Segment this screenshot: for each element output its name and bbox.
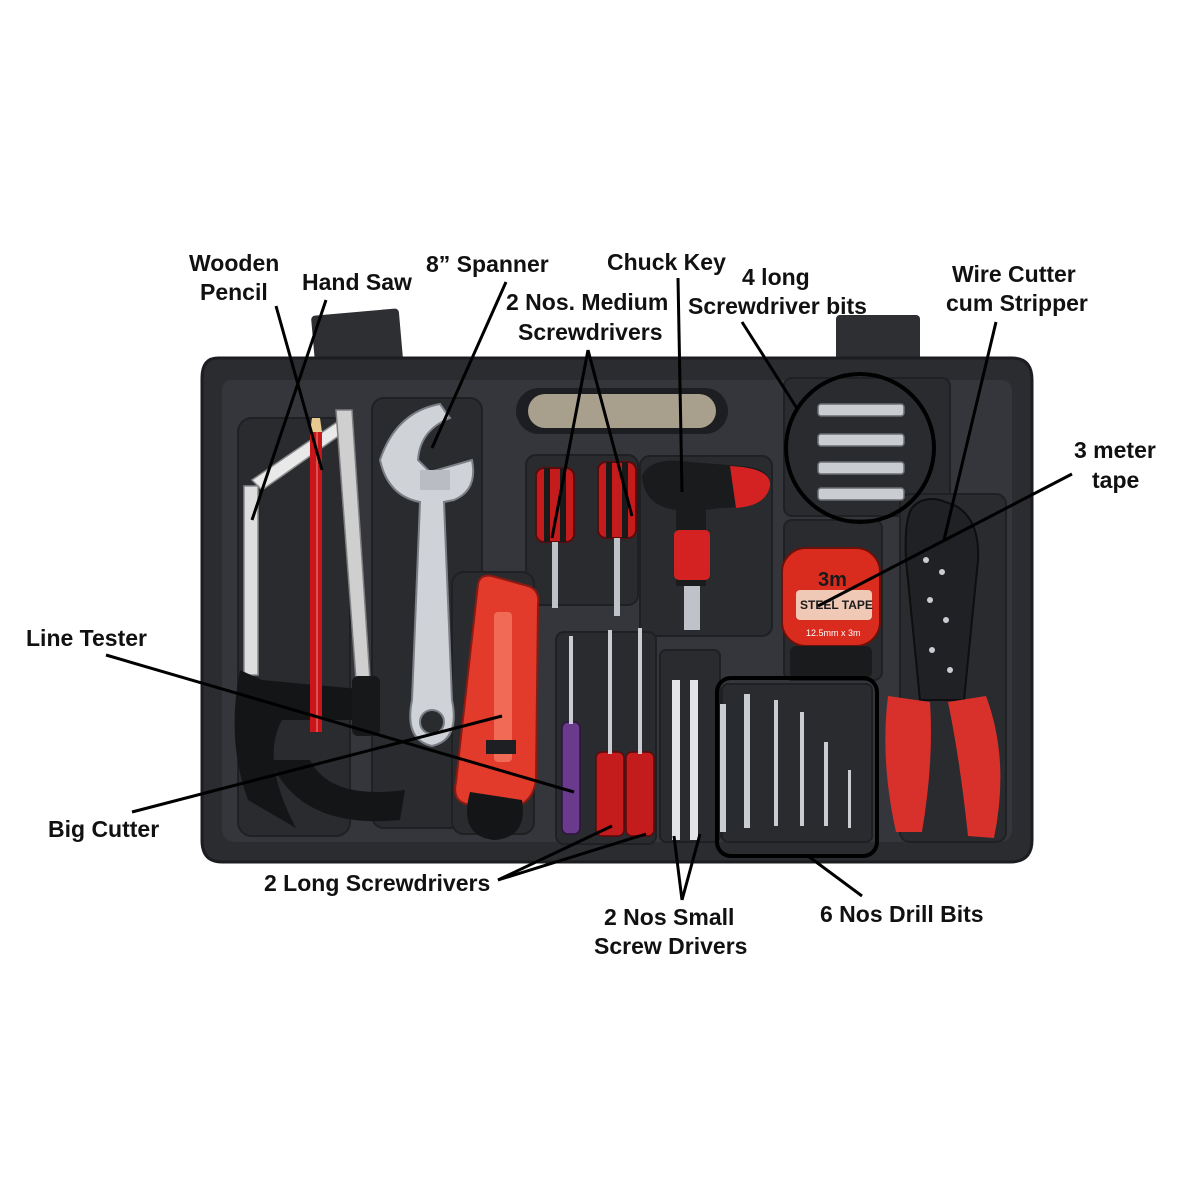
t-handle-key-icon: [642, 460, 771, 630]
saw-icon: [234, 409, 405, 828]
label-medium-line1: 2 Nos. Medium: [506, 289, 668, 315]
bits-highlight-circle: [784, 372, 936, 524]
callout-labels: Wooden Pencil Hand Saw 8” Spanner 2 Nos.…: [26, 249, 1156, 959]
pencil-icon: [310, 418, 322, 732]
label-bits-line2: Screwdriver bits: [688, 293, 867, 319]
tape-spec-text: 12.5mm x 3m: [806, 628, 861, 638]
label-pencil: Pencil: [200, 279, 268, 305]
tape-measure-icon: 3m STEEL TAPE 12.5mm x 3m: [781, 547, 881, 678]
label-spanner: 8” Spanner: [426, 251, 549, 277]
hinge-left: [311, 308, 403, 368]
wrench-icon: [378, 402, 475, 748]
label-drill-bits: 6 Nos Drill Bits: [820, 901, 984, 927]
small-screwdrivers: [672, 680, 698, 840]
tape-brand-text: STEEL TAPE: [800, 598, 873, 612]
screwdriver-icon: [535, 461, 637, 616]
label-wooden: Wooden: [189, 250, 279, 276]
cutter-knife-icon: [454, 574, 540, 840]
line-tester-icon: [561, 636, 581, 835]
label-hand-saw: Hand Saw: [302, 269, 412, 295]
handle-slot: [528, 394, 716, 428]
callout-lines: [105, 277, 1073, 901]
long-screwdrivers: [595, 628, 655, 837]
label-small-line1: 2 Nos Small: [604, 904, 734, 930]
hinge-right: [836, 315, 920, 365]
label-stripper-line1: Wire Cutter: [952, 261, 1076, 287]
label-stripper-line2: cum Stripper: [946, 290, 1088, 316]
label-small-line2: Screw Drivers: [594, 933, 747, 959]
drill-bits-highlight-box: [715, 676, 879, 858]
drill-bit-icon: [720, 694, 851, 832]
tape-size-text: 3m: [818, 569, 847, 591]
label-chuck-key: Chuck Key: [607, 249, 726, 275]
pliers-icon: [885, 498, 1001, 838]
label-medium-line2: Screwdrivers: [518, 319, 662, 345]
label-line-tester: Line Tester: [26, 625, 147, 651]
label-big-cutter: Big Cutter: [48, 816, 159, 842]
label-bits-line1: 4 long: [742, 264, 810, 290]
label-tape-line2: tape: [1092, 467, 1139, 493]
screwdriver-bits: [817, 403, 905, 501]
label-tape-line1: 3 meter: [1074, 437, 1156, 463]
label-long-screwdrivers: 2 Long Screwdrivers: [264, 870, 490, 896]
